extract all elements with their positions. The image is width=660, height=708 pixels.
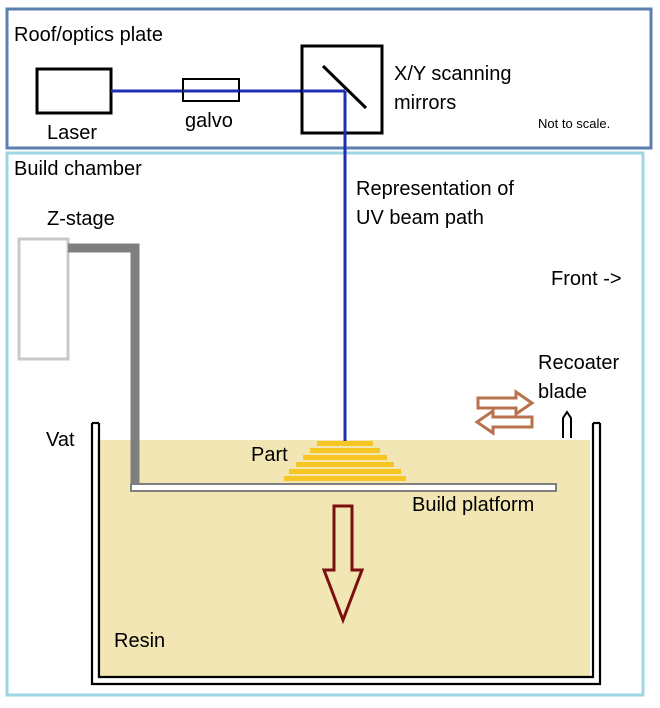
- resin-fill: [97, 440, 590, 678]
- part-label: Part: [251, 444, 288, 466]
- platform-label: Build platform: [412, 494, 535, 516]
- z-stage-label: Z-stage: [47, 208, 115, 230]
- scan-mirror: [321, 64, 368, 110]
- scale-note: Not to scale.: [538, 116, 611, 131]
- z-stage-arm: [68, 243, 140, 489]
- recoater-label-line1: Recoater: [538, 352, 620, 374]
- laser-box: [35, 67, 113, 115]
- roof-plate-title: Roof/optics plate: [14, 24, 163, 46]
- laser-label: Laser: [47, 122, 98, 144]
- beam-label-line1: Representation of: [356, 178, 514, 200]
- mirrors-label-line1: X/Y scanning: [394, 63, 512, 85]
- front-label: Front ->: [551, 268, 622, 290]
- z-stage-block: [17, 237, 70, 361]
- mirrors-label-line2: mirrors: [394, 92, 457, 114]
- build-chamber-title: Build chamber: [14, 158, 142, 180]
- beam-label-line2: UV beam path: [356, 207, 484, 229]
- roof-plate-frame: [5, 7, 653, 150]
- vat-label: Vat: [46, 429, 75, 451]
- resin-label: Resin: [114, 630, 166, 652]
- recoater-blade: [562, 410, 572, 438]
- build-chamber-frame: [5, 151, 645, 697]
- build-platform: [130, 483, 557, 492]
- part-layers: [284, 441, 406, 481]
- vat-walls: [90, 421, 602, 686]
- down-arrow: [321, 504, 365, 625]
- recoater-arrows: [474, 389, 535, 436]
- recoater-label-line2: blade: [538, 381, 587, 403]
- galvo-label: galvo: [185, 110, 233, 132]
